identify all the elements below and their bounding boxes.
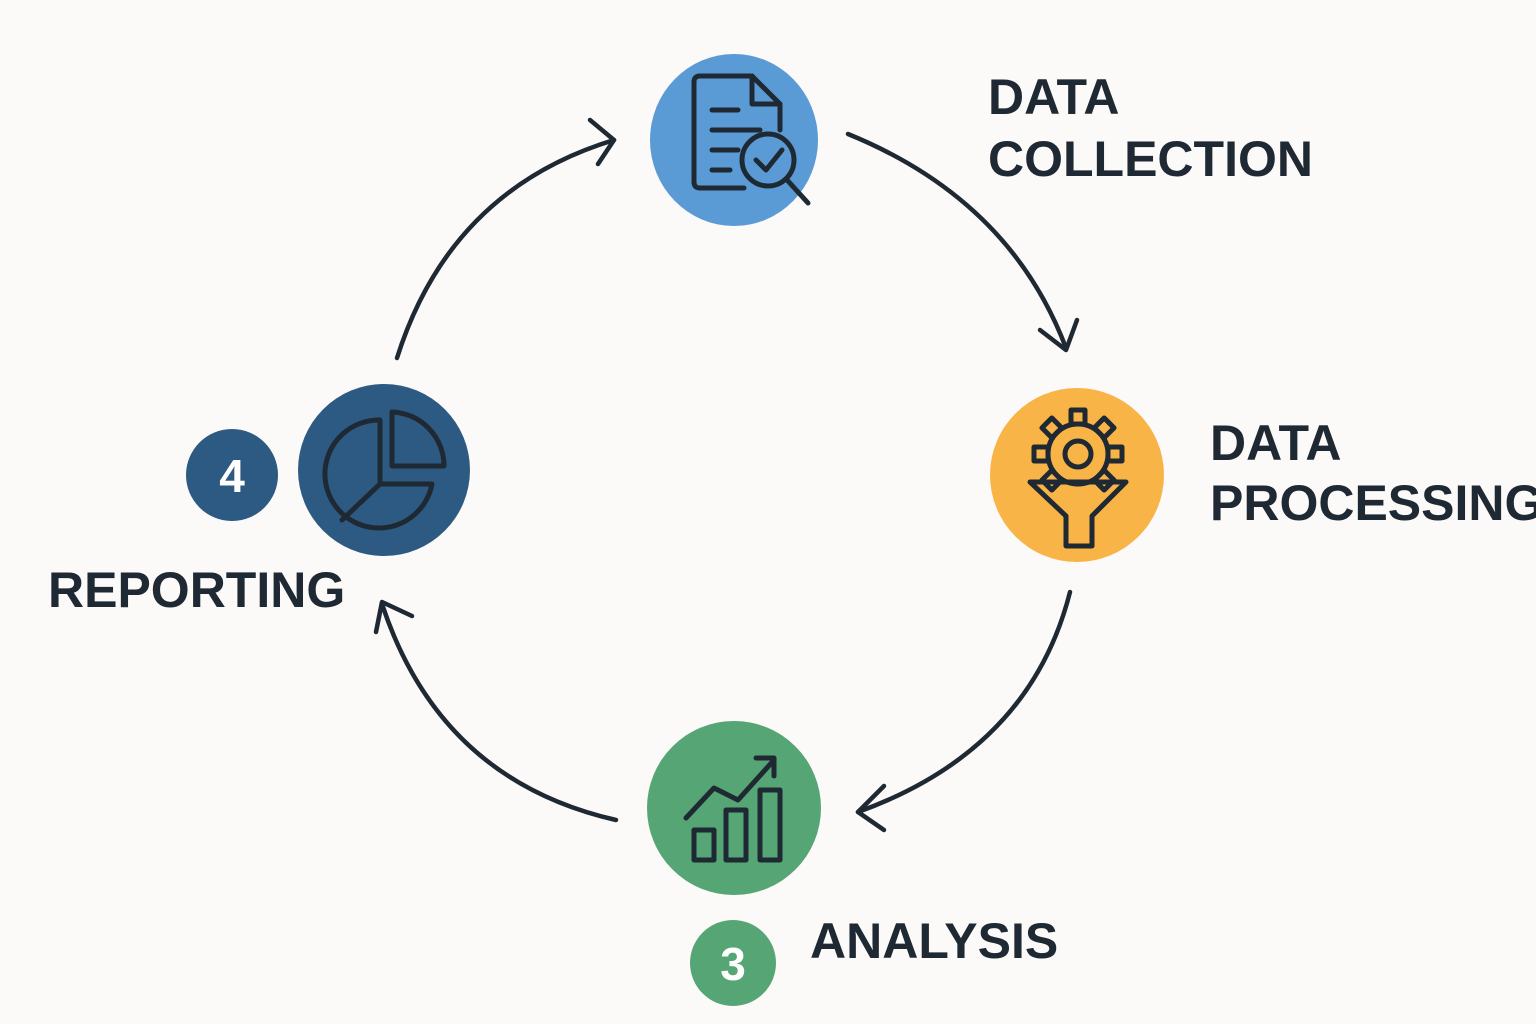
stage-analysis: 3 ANALYSIS [647, 721, 1058, 1006]
collection-label-line1: DATA [988, 69, 1119, 125]
pie-chart-icon [322, 409, 447, 531]
analysis-label: ANALYSIS [810, 913, 1058, 969]
stage-reporting: 4 REPORTING [48, 384, 470, 618]
processing-circle [990, 388, 1164, 562]
arrow-reporting-to-collection [394, 117, 617, 361]
collection-circle [650, 54, 818, 226]
processing-label-line1: DATA [1210, 415, 1341, 471]
collection-label-line2: COLLECTION [988, 131, 1313, 187]
reporting-label: REPORTING [48, 562, 345, 618]
arrow-analysis-to-reporting [373, 599, 619, 823]
gear-funnel-icon [1027, 407, 1129, 549]
analysis-step-badge [690, 920, 776, 1006]
stage-data-collection: DATA COLLECTION [650, 54, 1313, 226]
stage-data-processing: DATA PROCESSING [990, 388, 1536, 562]
document-search-check-icon [691, 73, 811, 206]
reporting-step-number: 4 [219, 450, 245, 502]
reporting-step-badge [186, 429, 278, 521]
arrow-collection-to-processing [845, 131, 1080, 353]
analysis-step-number: 3 [720, 938, 746, 990]
bar-chart-trend-icon [683, 755, 783, 863]
arrow-processing-to-analysis [855, 589, 1073, 833]
processing-label-line2: PROCESSING [1210, 475, 1536, 531]
